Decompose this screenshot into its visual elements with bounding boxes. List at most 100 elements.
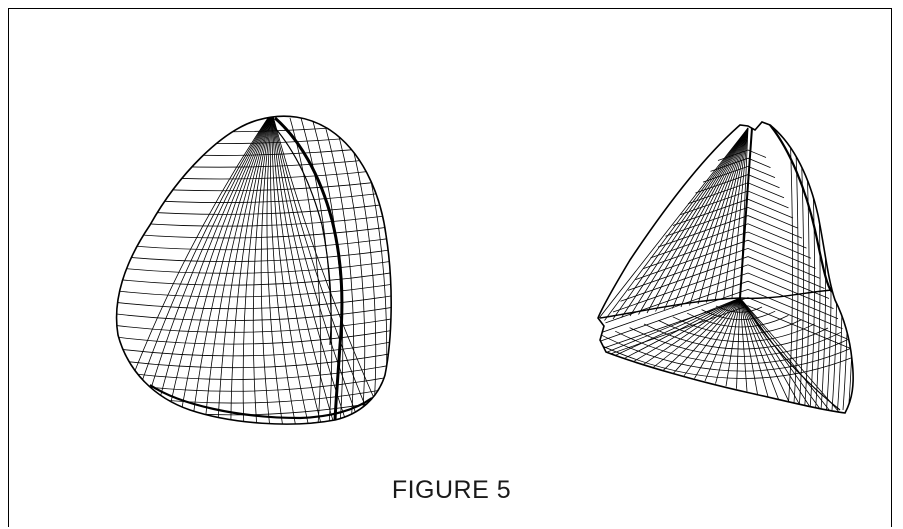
folded-shell-rim [769, 124, 833, 293]
mesh-line [116, 328, 392, 345]
mesh-line [665, 206, 798, 237]
smooth-shell-outline [115, 115, 392, 425]
mesh-line [598, 127, 749, 323]
mesh-line [627, 247, 821, 291]
mesh-line [662, 297, 741, 371]
mesh-line [739, 297, 769, 397]
mesh-line [116, 116, 273, 425]
mesh-line [271, 116, 350, 425]
mesh-line [615, 330, 854, 365]
mesh-line [271, 116, 311, 425]
mesh-line [116, 351, 392, 369]
mesh-line [260, 116, 273, 425]
mesh-line [271, 116, 364, 425]
mesh-line [116, 179, 392, 192]
smooth-shell-bottom-band [149, 384, 373, 420]
figure-caption: FIGURE 5 [391, 476, 512, 504]
mesh-line [116, 236, 392, 251]
mesh-line [663, 127, 749, 311]
mesh-line [612, 264, 830, 313]
mesh-line [672, 316, 802, 335]
mesh-line [116, 317, 392, 333]
mesh-line [598, 288, 843, 345]
mesh-line [151, 116, 273, 425]
mesh-line [629, 327, 842, 357]
mesh-line [680, 127, 749, 308]
mesh-line [725, 297, 741, 387]
mesh-line [204, 116, 273, 425]
mesh-line [701, 309, 776, 320]
mesh-line [116, 271, 392, 286]
mesh-line [842, 209, 848, 411]
mesh-line [598, 305, 852, 367]
mesh-line [714, 127, 749, 302]
mesh-line [271, 116, 390, 425]
mesh-line [655, 127, 749, 312]
mesh-line [793, 137, 799, 411]
mesh-line [680, 190, 789, 216]
mesh-line [650, 223, 807, 259]
mesh-line [702, 165, 776, 183]
folded-shell-seam-down [739, 297, 841, 411]
mesh-line [710, 157, 771, 172]
mesh-line [820, 177, 826, 411]
mesh-line [598, 338, 854, 379]
mesh-line [717, 149, 767, 161]
mesh-line [271, 116, 324, 425]
figure-frame [8, 8, 892, 527]
mesh-line [116, 259, 392, 274]
mesh-line [289, 117, 322, 425]
folded-shell-seam-left [599, 297, 741, 319]
mesh-line [598, 280, 839, 335]
mesh-line [787, 129, 793, 411]
mesh-line [643, 323, 829, 350]
mesh-line [116, 363, 392, 380]
mesh-line [605, 272, 834, 324]
mesh-line [706, 127, 749, 303]
mesh-line [687, 312, 789, 328]
mesh-line [366, 117, 392, 425]
mesh-line [638, 127, 749, 315]
smooth-shell-drawing [115, 115, 392, 425]
mesh-line [116, 248, 392, 262]
mesh-line [620, 297, 741, 361]
mesh-line [116, 305, 392, 321]
mesh-line [642, 231, 812, 270]
mesh-line [635, 239, 816, 280]
mesh-line [270, 116, 298, 425]
mesh-line [322, 117, 355, 425]
mesh-line [739, 297, 821, 410]
mesh-line [621, 127, 749, 318]
mesh-line [672, 198, 794, 226]
mesh-line [271, 116, 337, 425]
mesh-line [736, 297, 741, 389]
mesh-line [629, 127, 749, 317]
mesh-line [657, 215, 803, 248]
mesh-line [344, 117, 377, 425]
mesh-line [333, 117, 366, 425]
mesh-line [230, 116, 273, 425]
folded-shell-seam-right [739, 289, 833, 300]
mesh-line [242, 116, 273, 425]
mesh-line [739, 297, 790, 402]
mesh-line [739, 297, 748, 392]
mesh-line [164, 116, 273, 425]
mesh-line [116, 133, 392, 145]
mesh-line [271, 116, 377, 425]
mesh-line [116, 340, 392, 357]
folded-shell-drawing [597, 121, 854, 414]
mesh-line [804, 153, 810, 411]
mesh-line [715, 305, 763, 313]
mesh-line [116, 386, 392, 404]
mesh-line [739, 297, 832, 413]
mesh-line [723, 127, 749, 300]
mesh-line [266, 116, 284, 425]
mesh-line [177, 116, 273, 425]
mesh-line [620, 256, 825, 302]
mesh-line [646, 127, 749, 314]
mesh-line [689, 127, 749, 306]
mesh-line [116, 294, 392, 310]
mesh-line [116, 282, 392, 298]
mesh-line [652, 297, 741, 369]
